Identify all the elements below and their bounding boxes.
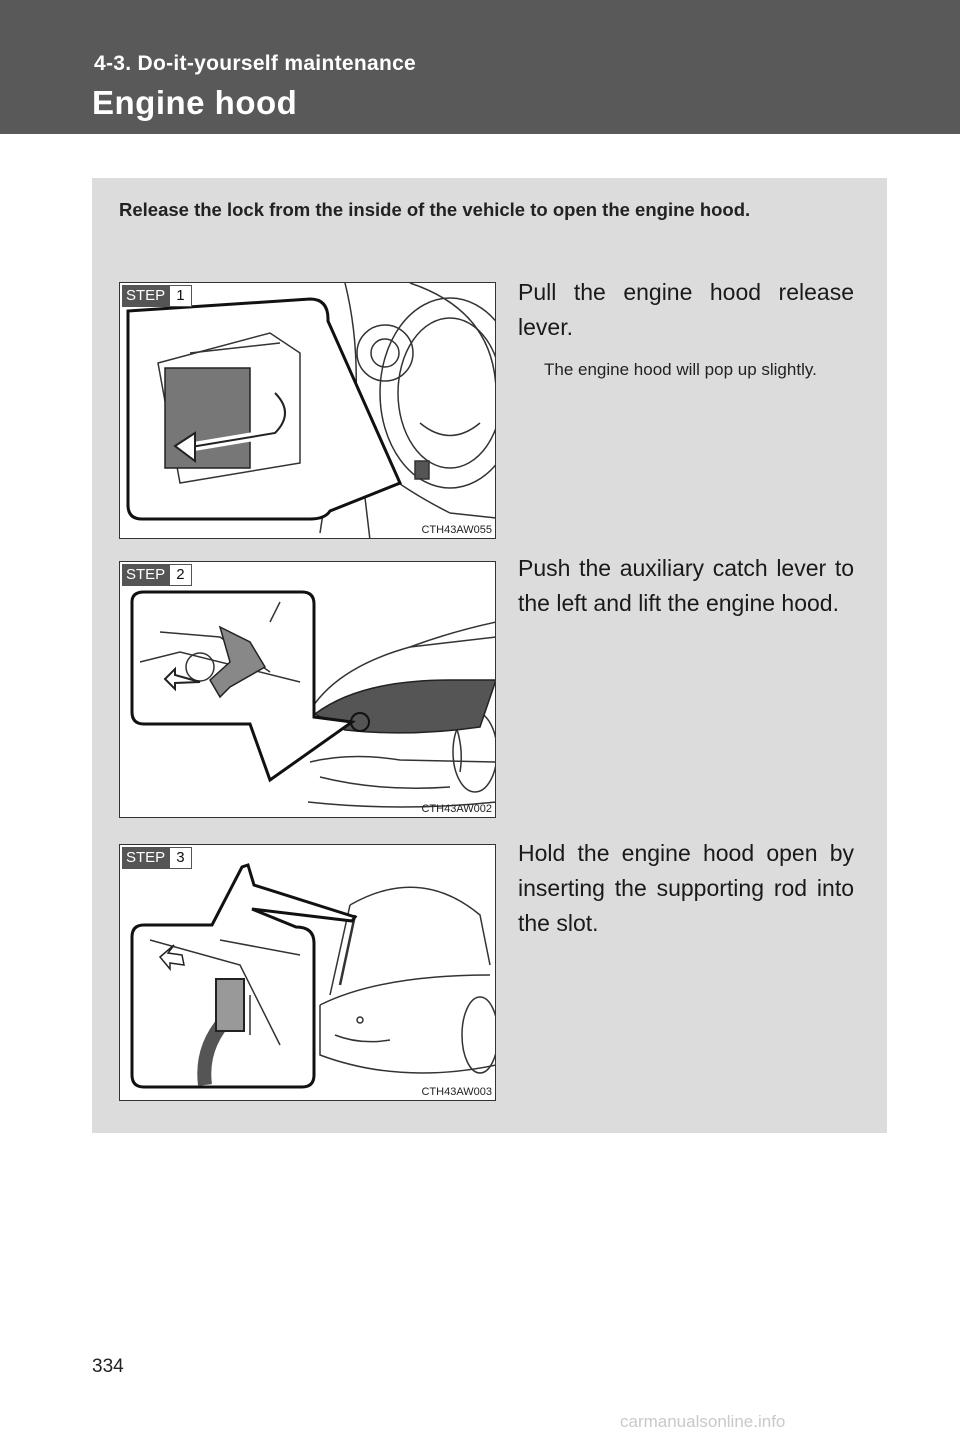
page-header: 4-3. Do-it-yourself maintenance Engine h… xyxy=(0,0,960,134)
step-1-badge: STEP 1 xyxy=(122,285,192,307)
page-number: 334 xyxy=(92,1356,124,1377)
page-title: Engine hood xyxy=(92,84,298,121)
figure-code: CTH43AW002 xyxy=(421,803,492,815)
watermark: carmanualsonline.info xyxy=(620,1412,786,1431)
step-badge-number: 1 xyxy=(169,285,192,307)
step-badge-label: STEP xyxy=(122,847,170,869)
support-rod-drawing xyxy=(130,863,495,1089)
step-badge-number: 3 xyxy=(169,847,192,869)
figure-code: CTH43AW003 xyxy=(421,1086,492,1098)
figure-code: CTH43AW055 xyxy=(421,524,492,536)
step-3-illustration: STEP 3 CTH43AW003 xyxy=(119,844,496,1101)
hood-release-lever-drawing xyxy=(126,283,495,538)
step-2-illustration: STEP 2 CTH43AW002 xyxy=(119,561,496,818)
step-1-illustration: STEP 1 CTH43AW055 xyxy=(119,282,496,539)
step-3-instruction: Hold the engine hood open by inserting t… xyxy=(518,840,854,936)
section-heading: 4-3. Do-it-yourself maintenance xyxy=(94,52,417,75)
step-badge-number: 2 xyxy=(169,564,192,586)
step-2-badge: STEP 2 xyxy=(122,564,192,586)
intro-text: Release the lock from the inside of the … xyxy=(119,199,751,220)
step-badge-label: STEP xyxy=(122,285,170,307)
step-3-badge: STEP 3 xyxy=(122,847,192,869)
step-2-instruction: Push the auxiliary catch lever to the le… xyxy=(518,555,854,616)
step-1-instruction: Pull the engine hood release lever. xyxy=(518,279,854,340)
step-1-note: The engine hood will pop up slightly. xyxy=(544,360,817,379)
step-badge-label: STEP xyxy=(122,564,170,586)
auxiliary-catch-drawing xyxy=(130,590,495,808)
